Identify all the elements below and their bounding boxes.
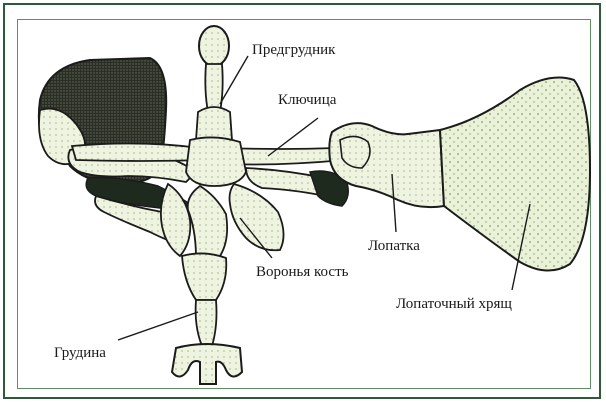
- label-coracoid: Воронья кость: [256, 264, 349, 280]
- sternum-bone: [172, 253, 242, 384]
- right-suprascapula: [440, 78, 590, 271]
- label-clavicle: Ключица: [278, 92, 337, 108]
- episternum-bone: [196, 26, 232, 144]
- leader-sternum: [118, 312, 198, 340]
- label-sternum: Грудина: [54, 345, 106, 361]
- label-episternum: Предгрудник: [252, 42, 336, 58]
- label-scapula: Лопатка: [368, 238, 420, 254]
- leader-episternum: [220, 56, 248, 104]
- label-suprascapula: Лопаточный хрящ: [396, 296, 512, 312]
